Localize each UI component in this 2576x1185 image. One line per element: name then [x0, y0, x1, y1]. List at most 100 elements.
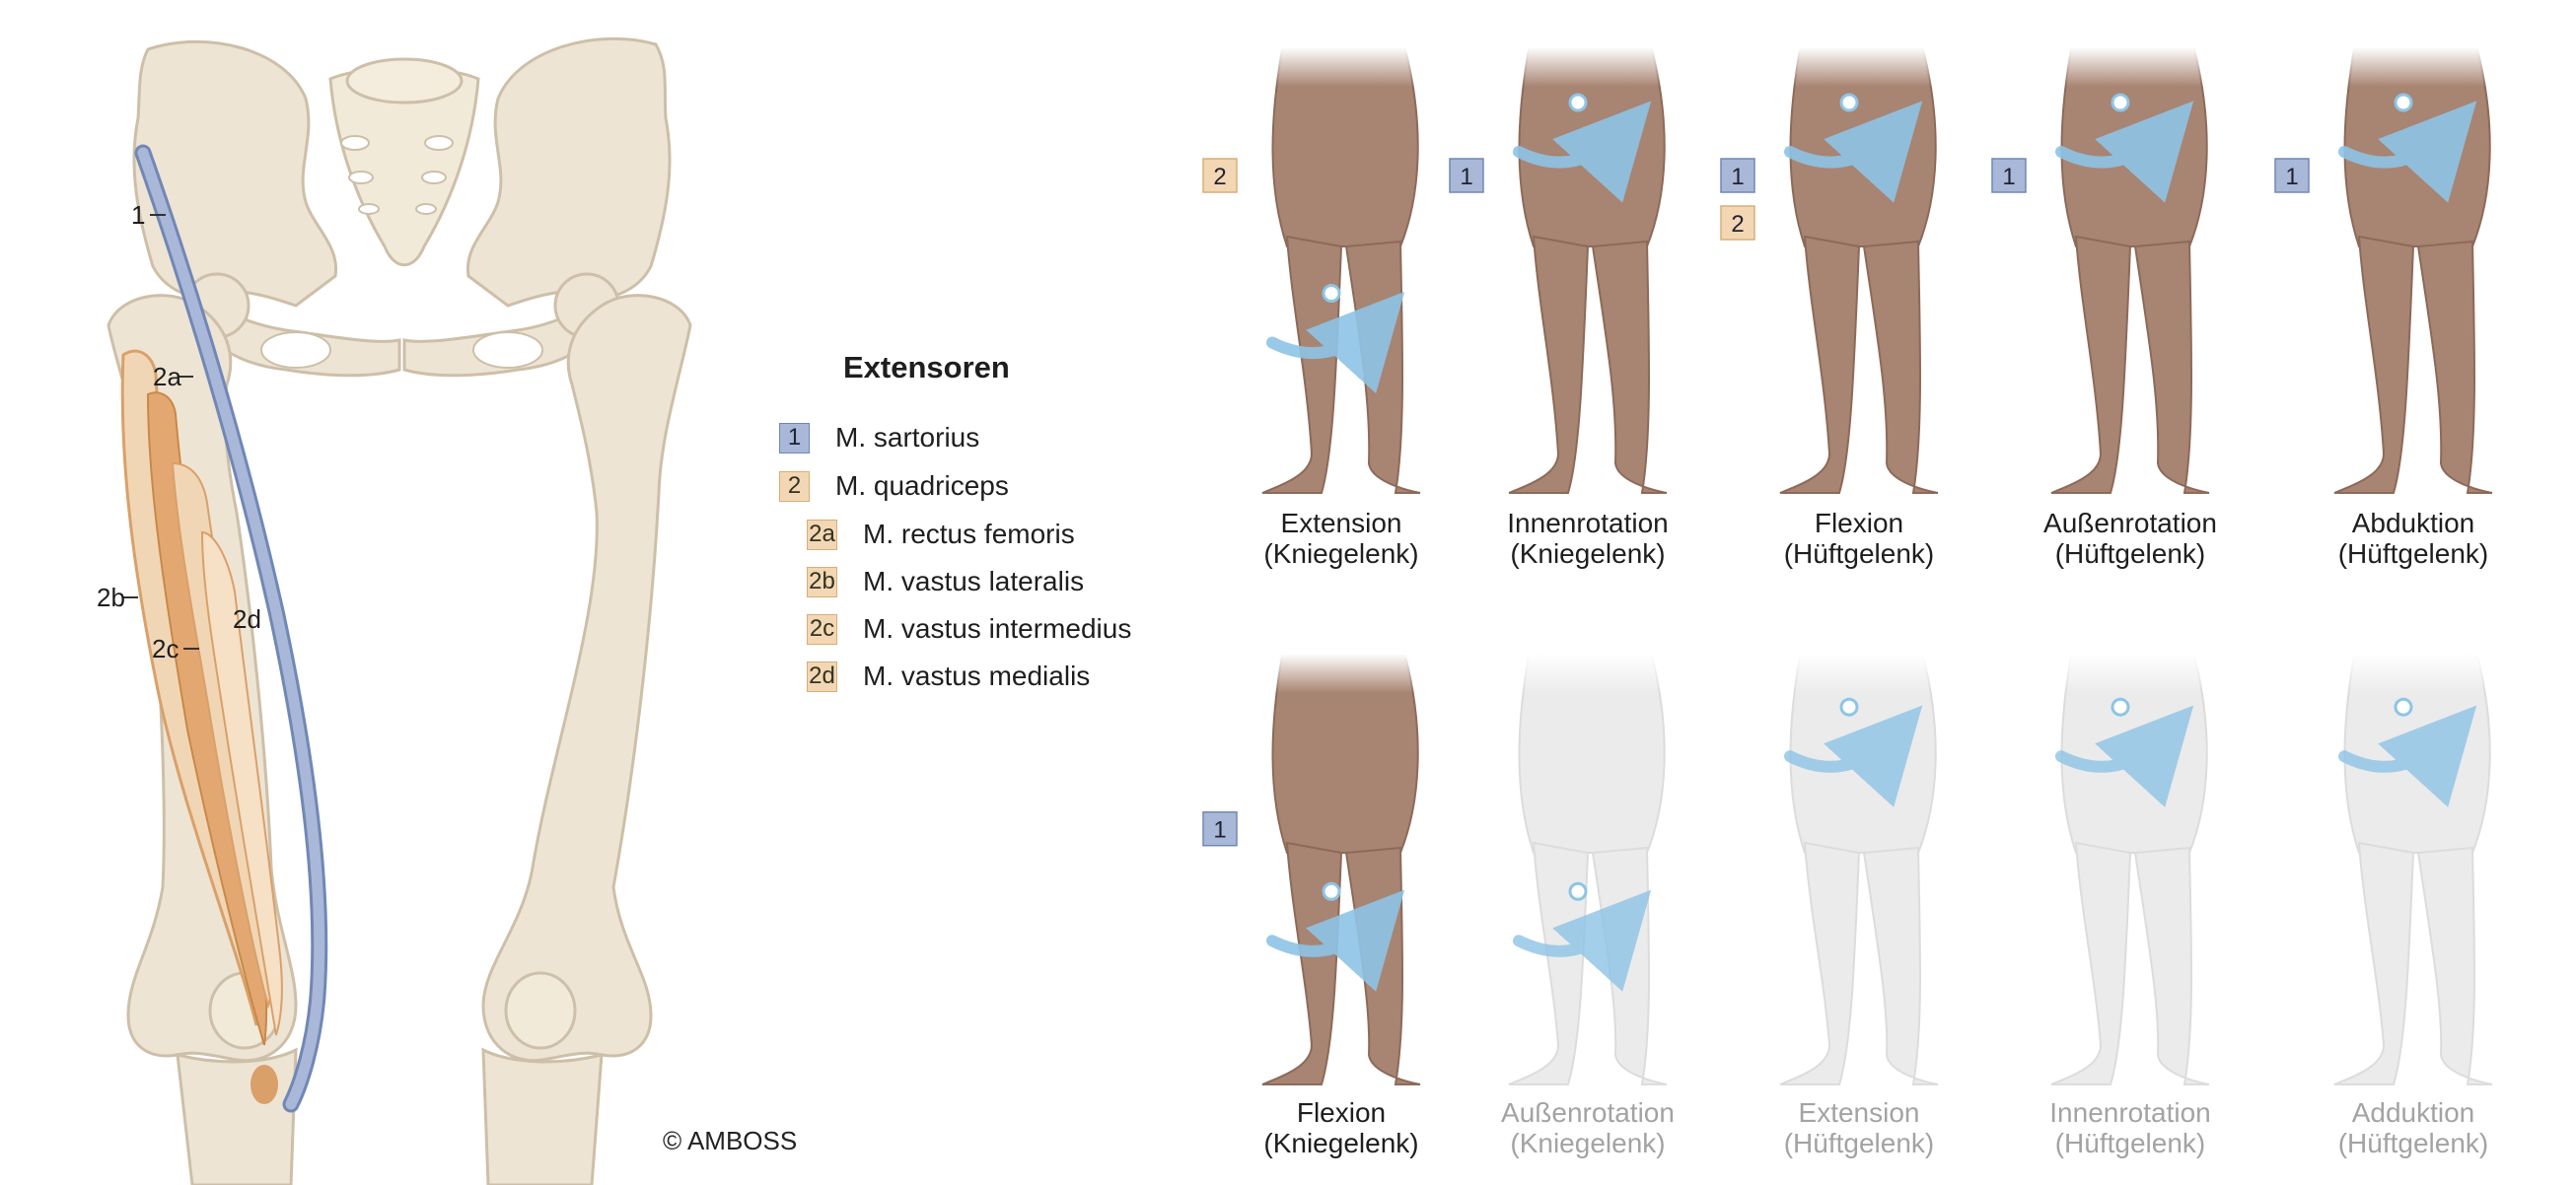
anatomy-labels: 1 2a 2b 2c 2d	[97, 200, 261, 663]
joint-marker	[1839, 697, 1859, 717]
leg-silhouette	[2333, 235, 2415, 494]
movement-figure: Extension(Hüftgelenk)	[1765, 654, 1953, 1158]
movement-badge: 1	[1460, 164, 1472, 190]
movement-arrow	[1266, 291, 1405, 394]
movement-badge-box	[1449, 158, 1484, 193]
movement-arrow	[2338, 101, 2477, 203]
movement-badge-box	[1991, 158, 2027, 193]
right-patella	[504, 971, 577, 1050]
leg-silhouette	[1261, 841, 1343, 1085]
quadriceps-tendon	[250, 1065, 278, 1104]
anatomy-label-2d: 2d	[233, 604, 261, 634]
leg-silhouette	[2333, 841, 2415, 1085]
anatomy-label-2a: 2a	[153, 362, 181, 391]
movement-name: Innenrotation	[2049, 1097, 2210, 1128]
movement-name: Flexion	[1297, 1097, 1386, 1128]
movement-name: Adduktion	[2352, 1097, 2475, 1128]
movement-joint: (Kniegelenk)	[1263, 1128, 1418, 1158]
movement-joint: (Kniegelenk)	[1263, 538, 1418, 569]
movement-name: Außenrotation	[2043, 508, 2217, 538]
legend-label: M. vastus medialis	[863, 661, 1091, 691]
movement-badge: 2	[1213, 164, 1226, 190]
movement-joint: (Hüftgelenk)	[2338, 1128, 2489, 1158]
skin-fade	[2320, 47, 2507, 87]
legend-item-rectus-femoris: 2a M. rectus femoris	[807, 518, 1075, 551]
movement-joint: (Kniegelenk)	[1510, 1128, 1665, 1158]
skin-fade	[1765, 47, 1953, 87]
leg-silhouette	[1508, 235, 1590, 494]
left-iliac-bone	[132, 39, 338, 308]
leg-silhouette	[1261, 235, 1343, 494]
movement-name: Extension	[1281, 508, 1402, 538]
legend-label: M. quadriceps	[835, 470, 1009, 501]
legend-label: M. vastus intermedius	[863, 613, 1132, 644]
joint-marker	[1322, 881, 1341, 901]
movement-joint: (Hüftgelenk)	[1784, 1128, 1935, 1158]
right-obturator-foramen	[472, 331, 543, 369]
movement-arrow	[2055, 101, 2194, 203]
sartorius-muscle-fill	[137, 147, 325, 1110]
leg-silhouette	[1779, 235, 1861, 494]
sacral-promontory	[345, 57, 464, 105]
movement-arrow	[1513, 101, 1652, 203]
movement-figure: Außenrotation(Kniegelenk)	[1494, 654, 1682, 1158]
legend-item-vastus-intermedius: 2c M. vastus intermedius	[807, 612, 1131, 646]
movement-joint: (Kniegelenk)	[1510, 538, 1665, 569]
movement-badge: 1	[1731, 164, 1744, 190]
leg-silhouette	[2050, 235, 2132, 494]
leg-silhouette	[1344, 846, 1421, 1085]
leg-silhouette	[2133, 240, 2210, 494]
skin-fade	[1765, 654, 1953, 693]
legend-title: Extensoren	[843, 350, 1010, 384]
movement-name: Innenrotation	[1507, 508, 1668, 538]
joint-marker	[1839, 93, 1859, 112]
legend-badge: 2c	[807, 613, 837, 645]
skin-fade	[2320, 654, 2507, 693]
movement-arrow	[2338, 705, 2477, 807]
skin-fade	[2037, 47, 2224, 87]
right-femur	[481, 294, 692, 1063]
leg-silhouette	[2416, 240, 2493, 494]
legend-item-sartorius: 1 M. sartorius	[779, 421, 979, 454]
joint-marker	[2394, 697, 2413, 717]
movement-badge-box	[2274, 158, 2310, 193]
joint-marker	[2394, 93, 2413, 112]
legend-badge: 1	[779, 422, 810, 453]
movement-joint: (Hüftgelenk)	[2055, 538, 2206, 569]
copyright-notice: © AMBOSS	[663, 1126, 798, 1155]
anatomy-illustration	[107, 36, 692, 1185]
movement-figure: Adduktion(Hüftgelenk)	[2320, 654, 2507, 1158]
legend-item-quadriceps: 2 M. quadriceps	[779, 469, 1009, 503]
legend-badge: 2d	[807, 661, 837, 692]
movement-arrow	[1513, 889, 1652, 992]
right-tibia	[481, 1047, 604, 1185]
skin-fade	[1494, 654, 1682, 693]
movement-name: Außenrotation	[1501, 1097, 1675, 1128]
movement-arrow	[1784, 101, 1923, 203]
leg-silhouette	[1862, 846, 1939, 1085]
movement-badge: 1	[1213, 817, 1226, 844]
left-tibia	[176, 1047, 298, 1185]
joint-marker	[2111, 93, 2130, 112]
skin-fade	[2037, 654, 2224, 693]
skin-fade	[1248, 47, 1435, 87]
anatomy-label-2c: 2c	[152, 634, 179, 663]
anatomy-leader-lines	[122, 214, 199, 650]
leg-silhouette	[2416, 846, 2493, 1085]
movement-badge-box	[1202, 810, 1238, 847]
movement-name: Abduktion	[2352, 508, 2475, 538]
movement-name: Flexion	[1815, 508, 1903, 538]
legend-badge: 2	[779, 470, 810, 502]
movement-joint: (Hüftgelenk)	[2055, 1128, 2206, 1158]
leg-silhouette	[1591, 240, 1668, 494]
joint-marker	[2111, 697, 2130, 717]
skin-fade	[1248, 654, 1435, 693]
leg-silhouette	[1779, 841, 1861, 1085]
legend-badge: 2a	[807, 519, 837, 550]
